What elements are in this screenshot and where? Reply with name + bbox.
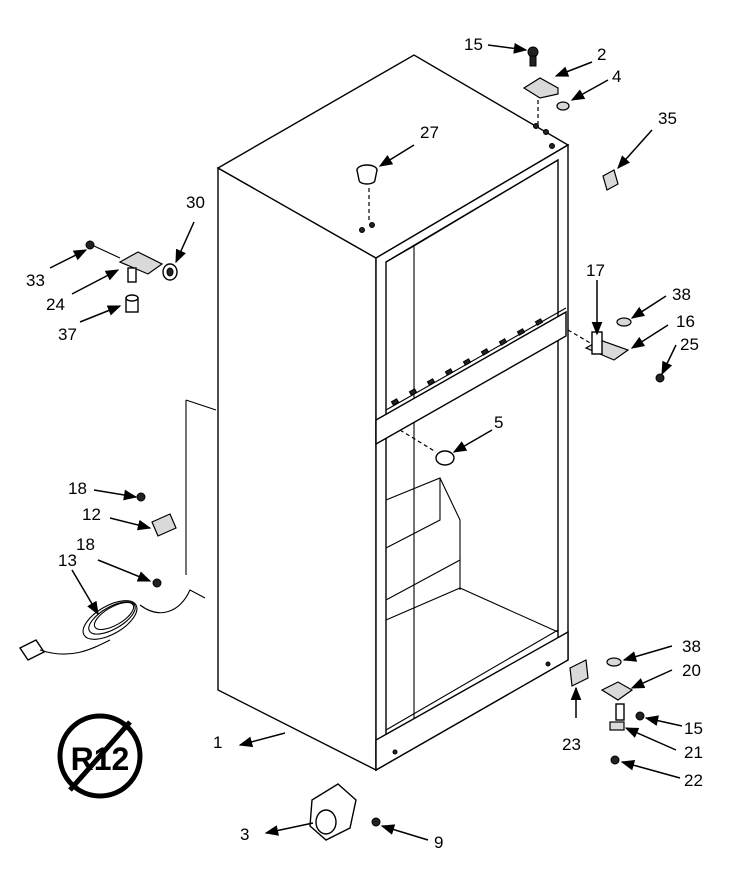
mullion-plug-part	[399, 429, 455, 466]
callout-labels: 1 2 3 4 5 9 12 13 15 15 16 17 18 18 20 2…	[26, 35, 703, 852]
callout-22: 22	[684, 771, 703, 790]
callout-13: 13	[58, 551, 77, 570]
left-hinge-assembly	[85, 240, 178, 313]
callout-27: 27	[420, 123, 439, 142]
callout-35: 35	[658, 109, 677, 128]
leader-lines	[49, 43, 683, 841]
callout-21: 21	[684, 743, 703, 762]
middle-hinge-part	[567, 317, 665, 383]
callout-18-lower: 18	[76, 535, 95, 554]
callout-2: 2	[597, 45, 606, 64]
callout-5: 5	[494, 413, 503, 432]
callout-16: 16	[676, 312, 695, 331]
callout-37: 37	[58, 325, 77, 344]
top-hinge-part	[522, 46, 570, 124]
callout-18-upper: 18	[68, 479, 87, 498]
callout-38-upper: 38	[672, 285, 691, 304]
callout-9: 9	[434, 833, 443, 852]
mullion-vent-slots	[390, 318, 544, 406]
callout-20: 20	[682, 661, 701, 680]
callout-4: 4	[612, 67, 621, 86]
callout-15-bottom: 15	[684, 719, 703, 738]
bottom-hinge-assembly	[569, 657, 645, 765]
callout-38-lower: 38	[682, 637, 701, 656]
callout-25: 25	[680, 335, 699, 354]
callout-24: 24	[46, 295, 65, 314]
callout-1: 1	[213, 733, 222, 752]
logo-text: R12	[71, 741, 130, 777]
callout-15-top: 15	[464, 35, 483, 54]
top-plug-part	[356, 164, 378, 222]
callout-12: 12	[82, 505, 101, 524]
cabinet	[216, 54, 570, 772]
callout-30: 30	[186, 193, 205, 212]
hinge-cover-part	[602, 169, 619, 191]
callout-3: 3	[240, 825, 249, 844]
callout-17: 17	[586, 261, 605, 280]
power-cord-assembly	[18, 399, 217, 661]
r12-refrigerant-logo: R12	[57, 713, 143, 799]
leveling-leg-part	[309, 783, 381, 841]
callout-33: 33	[26, 271, 45, 290]
callout-23: 23	[562, 735, 581, 754]
